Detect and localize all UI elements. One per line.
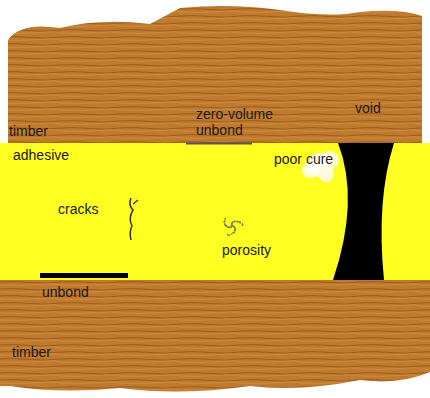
pore bbox=[225, 225, 227, 227]
crack-branch bbox=[133, 200, 138, 204]
adhesive-layer bbox=[0, 143, 430, 280]
timber-top bbox=[8, 6, 422, 143]
band-label: timber bbox=[9, 123, 48, 139]
pore bbox=[227, 226, 229, 228]
pore bbox=[239, 221, 241, 223]
unbond-bar bbox=[40, 273, 128, 278]
pore bbox=[231, 223, 233, 225]
crack-line bbox=[130, 198, 133, 240]
pore bbox=[224, 223, 226, 225]
pore bbox=[236, 220, 238, 222]
defect-label: void bbox=[355, 100, 381, 116]
zero-volume-unbond-line bbox=[186, 143, 252, 145]
porosity-spots bbox=[223, 218, 243, 236]
pore bbox=[227, 234, 229, 236]
pore bbox=[230, 226, 232, 228]
band-label: adhesive bbox=[13, 147, 69, 163]
band-label: timber bbox=[12, 344, 51, 360]
defect-label: zero-volume unbond bbox=[196, 106, 286, 138]
pore bbox=[234, 220, 236, 222]
pore bbox=[231, 226, 233, 228]
pore bbox=[223, 221, 225, 223]
pore bbox=[232, 232, 234, 234]
pore bbox=[231, 223, 233, 225]
defect-label: poor cure bbox=[274, 151, 334, 167]
pore bbox=[231, 233, 233, 235]
defect-label: porosity bbox=[222, 242, 271, 258]
pore bbox=[242, 224, 244, 226]
pore bbox=[234, 221, 236, 223]
pore bbox=[225, 225, 227, 227]
pore bbox=[239, 222, 241, 224]
pore bbox=[233, 232, 235, 234]
defect-label: cracks bbox=[58, 201, 98, 217]
pore bbox=[224, 218, 226, 220]
pore bbox=[234, 230, 236, 232]
pore bbox=[224, 220, 226, 222]
pore bbox=[237, 221, 239, 223]
pore bbox=[234, 228, 236, 230]
void-shape bbox=[333, 143, 394, 280]
timber-bottom bbox=[0, 280, 430, 392]
defect-label: unbond bbox=[42, 284, 89, 300]
pore bbox=[233, 226, 235, 228]
pore bbox=[227, 227, 229, 229]
